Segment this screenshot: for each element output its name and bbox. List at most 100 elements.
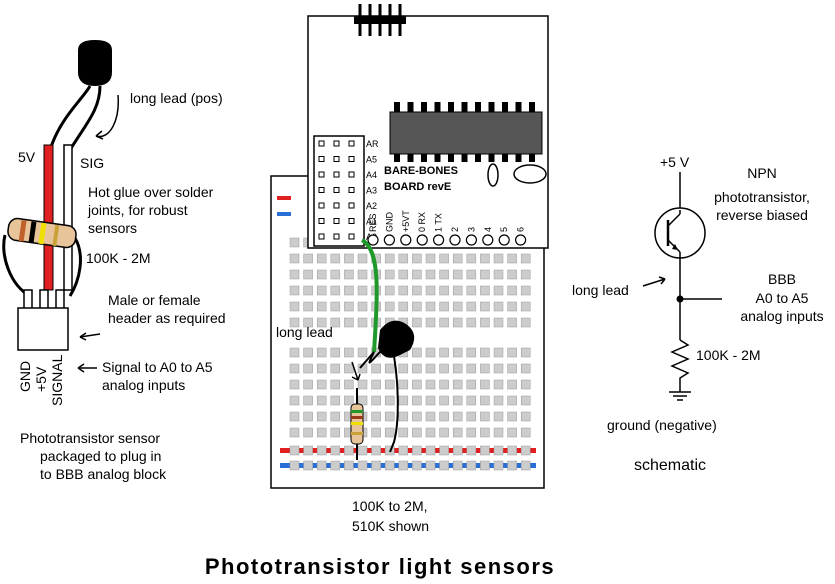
board-long-lead-label: long lead [276, 324, 333, 340]
header-hole [348, 171, 355, 178]
rail-hole [330, 460, 341, 471]
breadboard-hole [493, 379, 504, 390]
breadboard-hole [507, 363, 517, 374]
header-block [17, 307, 69, 351]
breadboard-hole [520, 317, 531, 328]
breadboard-hole [398, 253, 409, 264]
breadboard-hole [520, 253, 531, 264]
digital-pin [482, 234, 494, 246]
schematic-diagram [642, 172, 722, 401]
breadboard-hole [466, 347, 477, 358]
rail-hole [520, 460, 531, 471]
breadboard-hole [480, 301, 490, 312]
digital-pin [367, 234, 379, 246]
breadboard-hole [330, 285, 341, 296]
breadboard-hole [439, 269, 449, 280]
chip-pin [461, 154, 468, 162]
header-hole [348, 187, 355, 193]
breadboard-hole [439, 317, 449, 328]
header-hole [318, 233, 325, 240]
board-name-1: BARE-BONES [384, 165, 458, 177]
breadboard-hole [493, 427, 504, 438]
breadboard-hole [398, 301, 409, 312]
breadboard-hole [425, 285, 436, 296]
breadboard-hole [480, 285, 490, 296]
breadboard-hole [520, 363, 531, 374]
ground-label: ground (negative) [607, 417, 717, 433]
rail-hole [316, 460, 327, 471]
breadboard-hole [452, 427, 463, 438]
microcontroller-chip [389, 102, 543, 162]
rail-hole [303, 460, 313, 471]
header-hole [348, 140, 355, 147]
breadboard-hole [384, 363, 395, 374]
header-pin [39, 289, 49, 311]
breadboard-hole [344, 285, 354, 296]
breadboard-hole [439, 285, 449, 296]
breadboard-hole [425, 379, 436, 390]
breadboard-rails [280, 445, 536, 471]
board-resistor [350, 388, 364, 460]
analog-pin-label: A2 [366, 201, 377, 211]
breadboard-hole [330, 379, 341, 390]
schematic-5v-label: +5 V [660, 154, 690, 170]
breadboard-hole [330, 269, 341, 280]
analog-pin-label: AR [366, 139, 379, 149]
sensor-lead-long [389, 355, 399, 453]
breadboard-hole [289, 237, 300, 248]
header-hole [333, 156, 340, 162]
chip-pin [448, 102, 454, 112]
digital-pin-label: 2 [450, 227, 460, 232]
transistor-symbol [654, 207, 706, 259]
breadboard-hole [316, 395, 327, 406]
breadboard-hole [398, 395, 409, 406]
breadboard-hole [412, 363, 422, 374]
breadboard-hole [316, 285, 327, 296]
header-hole [318, 187, 325, 193]
breadboard-hole [425, 253, 436, 264]
breadboard-hole [520, 269, 531, 280]
board-resistor-note-1: 100K to 2M, [352, 498, 428, 514]
breadboard-hole [412, 285, 422, 296]
breadboard-hole [289, 285, 300, 296]
rail-hole [452, 460, 463, 471]
breadboard-hole [480, 347, 490, 358]
schematic-caption: schematic [634, 457, 706, 474]
breadboard-hole [316, 317, 327, 328]
rail-hole [480, 460, 490, 471]
pin-label-gnd: GND [17, 361, 33, 392]
board-resistor-note-2: 510K shown [352, 518, 429, 534]
arrow [79, 333, 101, 338]
chip-pin [515, 102, 522, 112]
breadboard-hole [412, 427, 422, 438]
breadboard-hole [452, 285, 463, 296]
top-header-pins [354, 4, 406, 36]
chip-pin [502, 102, 508, 112]
white-wire [63, 144, 73, 291]
rail-hole [344, 460, 354, 471]
chip-pin [488, 154, 495, 162]
breadboard-hole [303, 347, 313, 358]
digital-pin [383, 234, 395, 246]
breadboard-hole [330, 301, 341, 312]
breadboard-hole [289, 269, 300, 280]
breadboard-hole [330, 253, 341, 264]
breadboard-hole [507, 253, 517, 264]
chip-pin [407, 154, 414, 162]
breadboard-hole [466, 317, 477, 328]
header-hole [318, 156, 325, 162]
header-hole [348, 233, 355, 240]
chip-pin [407, 102, 414, 112]
breadboard-hole [520, 301, 531, 312]
breadboard-hole [344, 269, 354, 280]
breadboard-hole [289, 411, 300, 422]
breadboard-hole [493, 363, 504, 374]
header-pin [55, 289, 65, 311]
breadboard-hole [398, 427, 409, 438]
digital-pin-label: +5VT [401, 210, 411, 232]
header-hole [348, 202, 355, 209]
breadboard-hole [466, 253, 477, 264]
breadboard-hole [330, 411, 341, 422]
header-hole [333, 233, 340, 240]
chip-pin [434, 102, 441, 112]
